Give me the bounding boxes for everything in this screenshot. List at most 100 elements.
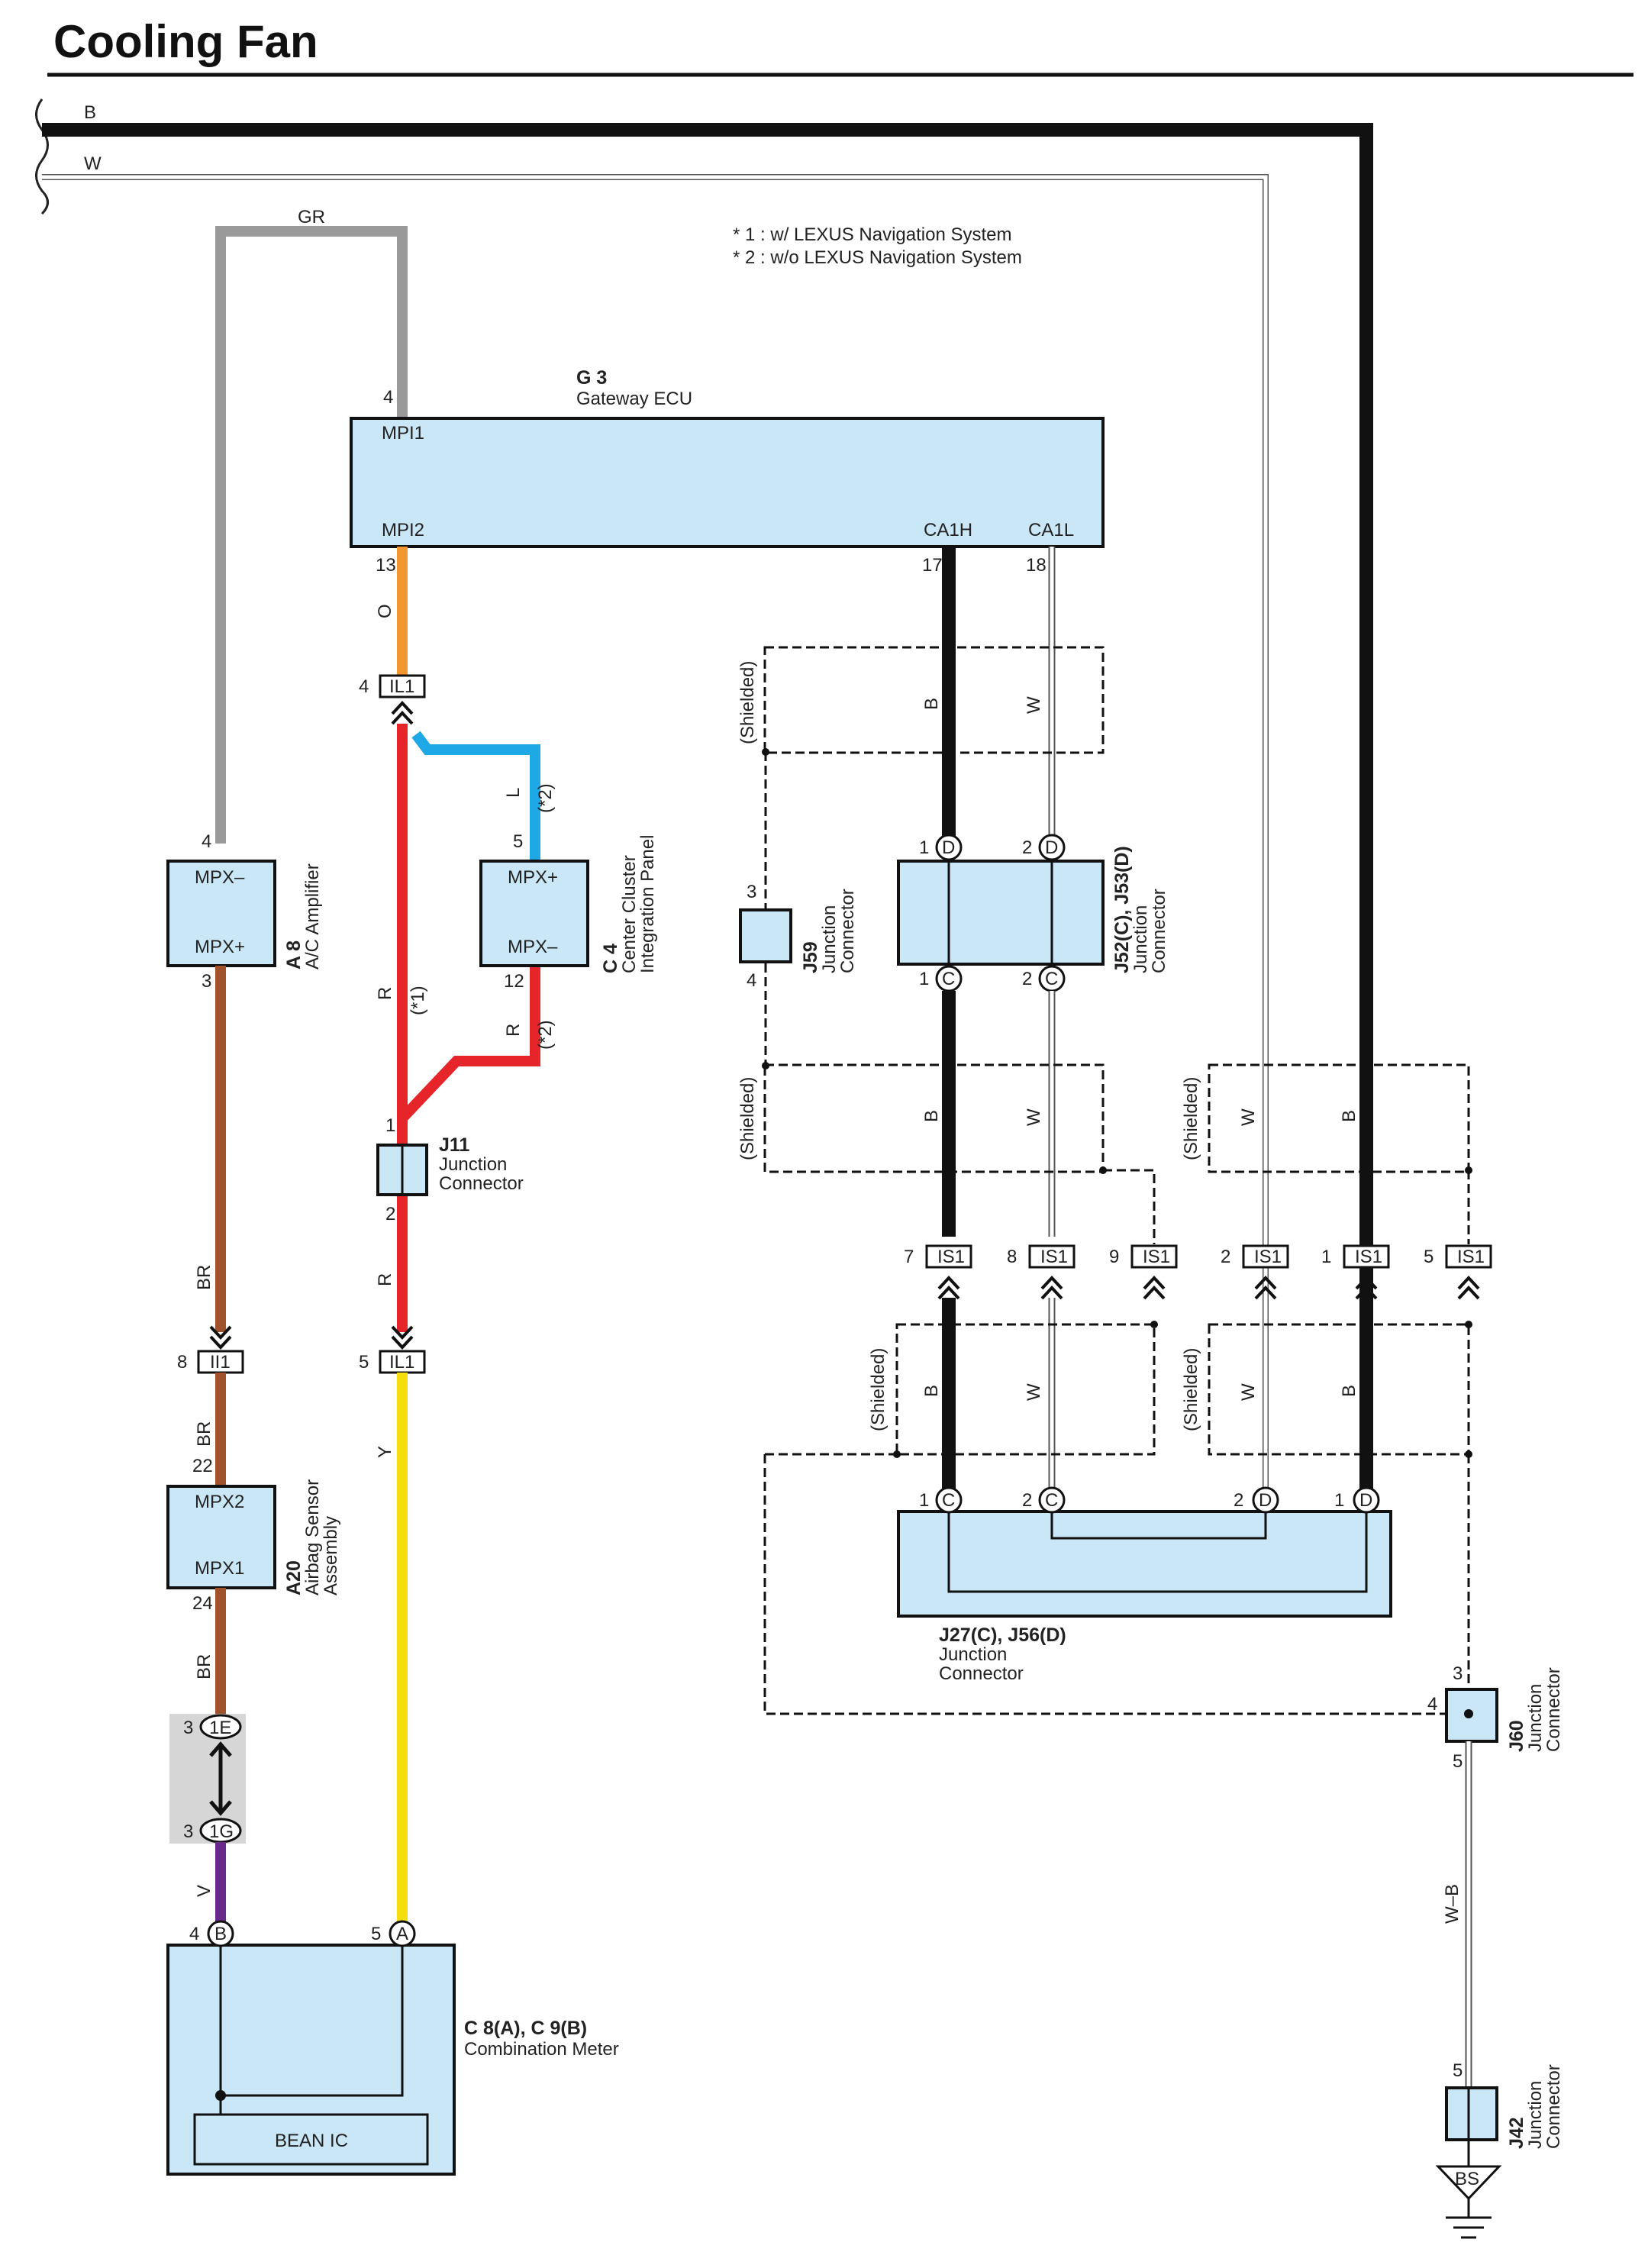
j56-pin-1: 1 xyxy=(1334,1490,1344,1511)
wire-l xyxy=(411,731,540,861)
j59-box xyxy=(739,908,792,963)
g3-code: G 3 xyxy=(576,367,607,389)
j60-pin-4: 4 xyxy=(1427,1694,1437,1715)
wire-w-label-s3: W xyxy=(1238,1108,1259,1126)
note-1: * 1 : w/ LEXUS Navigation System xyxy=(733,224,1011,245)
j52-name-1: Junction xyxy=(1130,905,1151,973)
wire-r-star2: (*2) xyxy=(535,1020,556,1050)
a20-pin-24: 24 xyxy=(192,1593,213,1614)
j27-loop-inner xyxy=(1050,1511,1267,1540)
j56-d-conn-1 xyxy=(1353,1486,1380,1514)
j52-pin-1: 1 xyxy=(919,969,929,989)
il1-top-terminal xyxy=(391,701,414,725)
bus-w-label: W xyxy=(84,153,102,174)
g3-ca1l: CA1L xyxy=(1028,520,1074,540)
j11-name-2: Connector xyxy=(439,1173,524,1194)
c9-pin-4: 4 xyxy=(189,1924,199,1944)
is1-7-label: IS1 xyxy=(937,1247,965,1267)
j27-loop-outer xyxy=(947,1511,1368,1593)
j60-pin-3: 3 xyxy=(1453,1663,1463,1684)
j56-d-conn-2 xyxy=(1252,1486,1279,1514)
wire-br-label-3: BR xyxy=(194,1654,214,1679)
shield-box-3 xyxy=(1208,1063,1470,1173)
c4-box xyxy=(479,860,589,967)
wire-l-label: L xyxy=(503,788,524,798)
j60-code: J60 xyxy=(1506,1720,1527,1752)
is1-1-label: IS1 xyxy=(1355,1247,1382,1267)
break-symbol-w xyxy=(35,160,49,215)
is1-8-label: IS1 xyxy=(1040,1247,1068,1267)
is1-2-pin: 2 xyxy=(1221,1247,1230,1267)
meter-internal-wire xyxy=(219,1946,404,2097)
ii1-pin: 8 xyxy=(177,1352,187,1373)
j52-c-label-1: C xyxy=(942,969,955,989)
c4-name-2: Integration Panel xyxy=(637,835,658,973)
il1-top-label: IL1 xyxy=(389,676,414,697)
is1-7-pin: 7 xyxy=(904,1247,914,1267)
wire-r-label-3: R xyxy=(375,1273,395,1286)
g3-pin-13: 13 xyxy=(376,555,396,576)
is1-5-pin: 5 xyxy=(1424,1247,1434,1267)
wire-w-label-s1: W xyxy=(1024,696,1044,714)
shield-box-2 xyxy=(763,1063,1105,1173)
j59-name-2: Connector xyxy=(837,889,858,973)
a8-name: A/C Amplifier xyxy=(302,863,323,969)
wire-r-branch xyxy=(398,966,540,1122)
j11-code: J11 xyxy=(439,1134,469,1156)
wire-b-label-s1: B xyxy=(921,698,942,710)
c4-pin-12: 12 xyxy=(504,971,524,992)
j52-code: J52(C), J53(D) xyxy=(1111,846,1133,973)
c9-conn-label: B xyxy=(214,1924,227,1944)
j27-c-label-2: C xyxy=(1045,1490,1058,1511)
c8-pin-5: 5 xyxy=(371,1924,381,1944)
wire-bus-w xyxy=(42,175,1268,1500)
j27-name-2: Connector xyxy=(939,1663,1024,1684)
j11-pin-2: 2 xyxy=(385,1204,395,1224)
bus-b-label: B xyxy=(84,102,96,123)
ii1-label: II1 xyxy=(210,1352,231,1373)
a20-name-2: Assembly xyxy=(321,1516,341,1595)
wire-br-label-1: BR xyxy=(194,1265,214,1290)
wire-gr xyxy=(215,226,408,844)
j56-pin-2: 2 xyxy=(1234,1490,1243,1511)
is1-8-pin: 8 xyxy=(1007,1247,1017,1267)
g3-pin-17: 17 xyxy=(922,555,943,576)
wire-o-label: O xyxy=(375,604,395,618)
shield-box-4 xyxy=(895,1323,1156,1456)
j27-code: J27(C), J56(D) xyxy=(939,1624,1066,1646)
bean-ic-box xyxy=(193,2113,429,2166)
g3-pin-18: 18 xyxy=(1026,555,1047,576)
wire-br-label-2: BR xyxy=(194,1421,214,1447)
note-2: * 2 : w/o LEXUS Navigation System xyxy=(733,247,1022,268)
j52-pin-2: 2 xyxy=(1022,969,1032,989)
j52-j53-box xyxy=(897,860,1105,966)
ii1-connector xyxy=(197,1350,244,1374)
shield-label-2: (Shielded) xyxy=(737,1077,758,1160)
j42-box xyxy=(1445,2086,1498,2141)
wire-b-label-s4: B xyxy=(921,1385,942,1397)
g3-pin-4: 4 xyxy=(383,387,393,408)
j42-code: J42 xyxy=(1506,2117,1527,2149)
j53-pin-2: 2 xyxy=(1022,837,1032,858)
shield-box-1 xyxy=(763,646,1105,754)
j52-name-2: Connector xyxy=(1149,889,1169,973)
c8-conn-label: A xyxy=(396,1924,408,1944)
a20-code: A20 xyxy=(283,1560,305,1595)
il1-bottom-label: IL1 xyxy=(389,1352,414,1373)
ii1-terminal xyxy=(209,1325,232,1350)
gateway-ecu-box xyxy=(350,417,1105,548)
j53-d-label-2: D xyxy=(1045,837,1058,858)
is1-9-pin: 9 xyxy=(1109,1247,1119,1267)
is1-5-label: IS1 xyxy=(1457,1247,1485,1267)
il1-bottom-terminal xyxy=(391,1325,414,1350)
wire-b-label-s5: B xyxy=(1339,1385,1359,1397)
j59-pin-3: 3 xyxy=(747,882,756,902)
wire-b-label-s2: B xyxy=(921,1110,942,1122)
is1-connector-9: IS1 9 xyxy=(1109,1244,1178,1269)
is1-connector-8: IS1 8 xyxy=(1007,1244,1076,1269)
shield-dot-5 xyxy=(1465,1321,1472,1328)
a8-mpx-minus: MPX– xyxy=(195,867,245,888)
j27-c-conn-1 xyxy=(935,1486,963,1514)
a8-pin-4: 4 xyxy=(202,831,211,852)
